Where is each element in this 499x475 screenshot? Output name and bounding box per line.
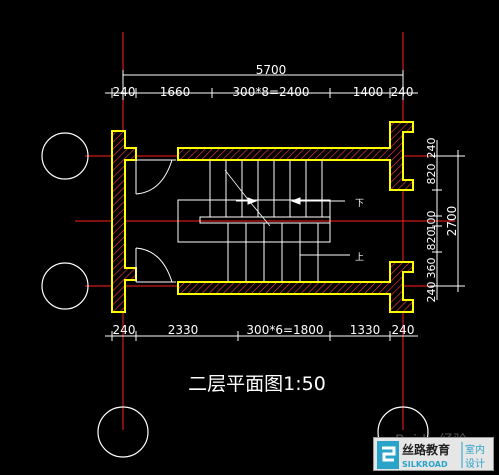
top-dim-labels: 5700 240 1660 300*8=2400 1400 240 [113,63,414,99]
walls [111,121,414,313]
dim-top-2: 1660 [160,85,191,99]
bottom-dim-labels: 240 2330 300*6=1800 1330 240 [113,323,415,337]
dim-bottom-3: 300*6=1800 [246,323,323,337]
dim-right-3: 100 [425,211,438,232]
label-down: 下 [355,199,364,209]
dim-top-overall: 5700 [256,63,287,77]
doors [135,159,176,283]
dim-right-6: 240 [425,282,438,303]
brand-side-bottom: 设计 [465,457,485,470]
dim-right-4: 820 [425,230,438,251]
dim-bottom-1: 240 [113,323,136,337]
brand-side-top: 室内 [465,443,485,456]
wall-bottom [177,261,414,313]
axis-bubble-left-top [41,132,89,180]
brand-name-cn: 丝路教育 [402,442,450,457]
stairs [177,160,350,282]
dim-right-overall: 2700 [445,206,459,237]
dim-right-1: 240 [425,138,438,159]
door-lower [135,247,173,283]
wall-left [111,130,137,313]
dim-bottom-5: 240 [392,323,415,337]
right-dim-labels: 240 820 100 820 360 240 2700 [425,138,459,303]
dimension-right [430,140,465,300]
dim-bottom-2: 2330 [168,323,199,337]
axis-bubble-bottom-left [97,406,149,458]
brand-name-en: SILKROAD [402,460,448,469]
dim-top-4: 1400 [353,85,384,99]
label-up: 上 [355,252,364,263]
brand-watermark: 丝路教育 SILKROAD 室内 设计 [373,437,494,471]
dim-top-5: 240 [391,85,414,99]
dimension-top [105,70,418,100]
drawing-title: 二层平面图1:50 [188,373,326,395]
dimension-bottom [105,331,418,341]
dim-top-1: 240 [113,85,136,99]
door-upper [135,159,173,195]
dim-right-5: 360 [425,258,438,279]
dim-bottom-4: 1330 [350,323,381,337]
dim-right-2: 820 [425,164,438,185]
dim-top-3: 300*8=2400 [232,85,309,99]
wall-top [177,121,414,191]
axis-bubble-left-bottom [41,262,89,310]
